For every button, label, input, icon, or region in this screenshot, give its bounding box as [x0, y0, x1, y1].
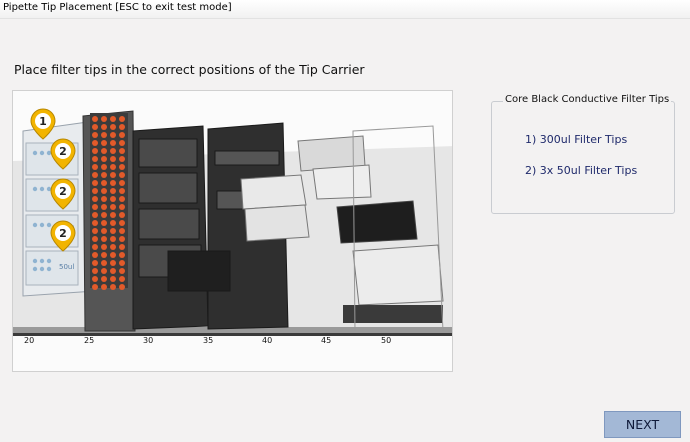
- instruction-text: Place filter tips in the correct positio…: [14, 62, 365, 77]
- window-titlebar: Pipette Tip Placement [ESC to exit test …: [0, 0, 690, 19]
- marker-4: 2: [50, 220, 76, 252]
- axis-tick: 35: [203, 336, 213, 345]
- marker-2: 2: [50, 138, 76, 170]
- rack-label: 50ul: [59, 263, 74, 271]
- deck-illustration: 50ul 50ul: [12, 90, 453, 372]
- marker-1: 1: [30, 108, 56, 140]
- axis-tick: 40: [262, 336, 272, 345]
- axis-tick: 45: [321, 336, 331, 345]
- axis-tick: 20: [24, 336, 34, 345]
- tube-carrier: [82, 110, 136, 332]
- axis-tick: 25: [84, 336, 94, 345]
- position-markers: 1 2 2 2: [30, 108, 76, 252]
- marker-label: 2: [59, 227, 67, 240]
- axis-tick: 50: [381, 336, 391, 345]
- tip-item-300ul: 1) 300ul Filter Tips: [525, 133, 628, 146]
- marker-label: 1: [39, 115, 47, 128]
- tip-info-title: Core Black Conductive Filter Tips: [503, 94, 672, 105]
- deck-axis: 20 25 30 35 40 45 50: [24, 336, 391, 345]
- marker-label: 2: [59, 185, 67, 198]
- tip-info-group: [491, 101, 675, 214]
- tip-item-50ul: 2) 3x 50ul Filter Tips: [525, 164, 638, 177]
- microplates: [240, 125, 444, 332]
- marker-label: 2: [59, 145, 67, 158]
- next-button[interactable]: NEXT: [604, 411, 681, 438]
- window-title: Pipette Tip Placement [ESC to exit test …: [3, 2, 232, 13]
- marker-3: 2: [50, 178, 76, 210]
- axis-tick: 30: [143, 336, 153, 345]
